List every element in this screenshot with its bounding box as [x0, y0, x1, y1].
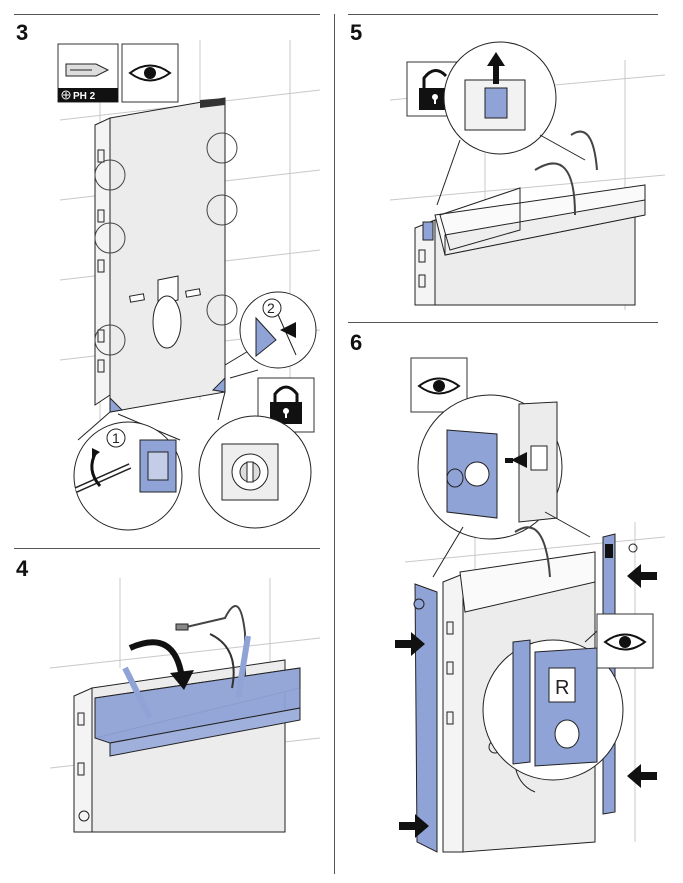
screwdriver-icon: PH 2 — [57, 43, 119, 103]
step-number-3: 3 — [16, 20, 29, 45]
eye-icon-detail — [596, 613, 654, 669]
step-6-illustration: R — [395, 357, 666, 853]
step-3-illustration: PH 2 — [57, 40, 321, 531]
detail-side-panel — [417, 394, 591, 578]
column-divider — [334, 14, 335, 874]
divider-top-right — [348, 14, 658, 15]
tool-label: PH 2 — [73, 91, 96, 102]
callout-1-label: 1 — [112, 430, 120, 446]
detail-lock — [198, 391, 312, 529]
step-number-4: 4 — [16, 556, 29, 581]
blue-side-panel-left — [414, 583, 438, 853]
frame-corner-left — [109, 396, 124, 413]
detail-unlock — [436, 41, 586, 206]
rotate-arrow — [128, 639, 185, 679]
push-arrow-right-top — [627, 564, 657, 588]
push-arrow-left-bottom — [399, 814, 429, 838]
push-arrow-left-top — [395, 632, 425, 656]
step-4-illustration — [49, 578, 321, 833]
detail-callout-1: 1 — [73, 411, 183, 531]
step-number-5: 5 — [350, 20, 363, 45]
installation-frame — [94, 97, 226, 413]
eye-icon — [121, 43, 179, 103]
detail-r-marker: R — [482, 621, 624, 781]
step-number-6: 6 — [350, 330, 363, 355]
eye-icon — [410, 357, 468, 413]
detail-circles — [94, 132, 238, 356]
callout-2-label: 2 — [267, 300, 275, 316]
detail-callout-2: 2 — [224, 291, 317, 379]
r-marker-label: R — [555, 677, 569, 699]
push-arrow-right-bottom — [627, 764, 657, 788]
step-5-illustration — [389, 41, 666, 310]
divider-mid-right — [348, 322, 658, 323]
divider-top-left — [14, 14, 320, 15]
divider-mid-left — [14, 548, 320, 549]
frame-corner-right — [211, 376, 226, 393]
